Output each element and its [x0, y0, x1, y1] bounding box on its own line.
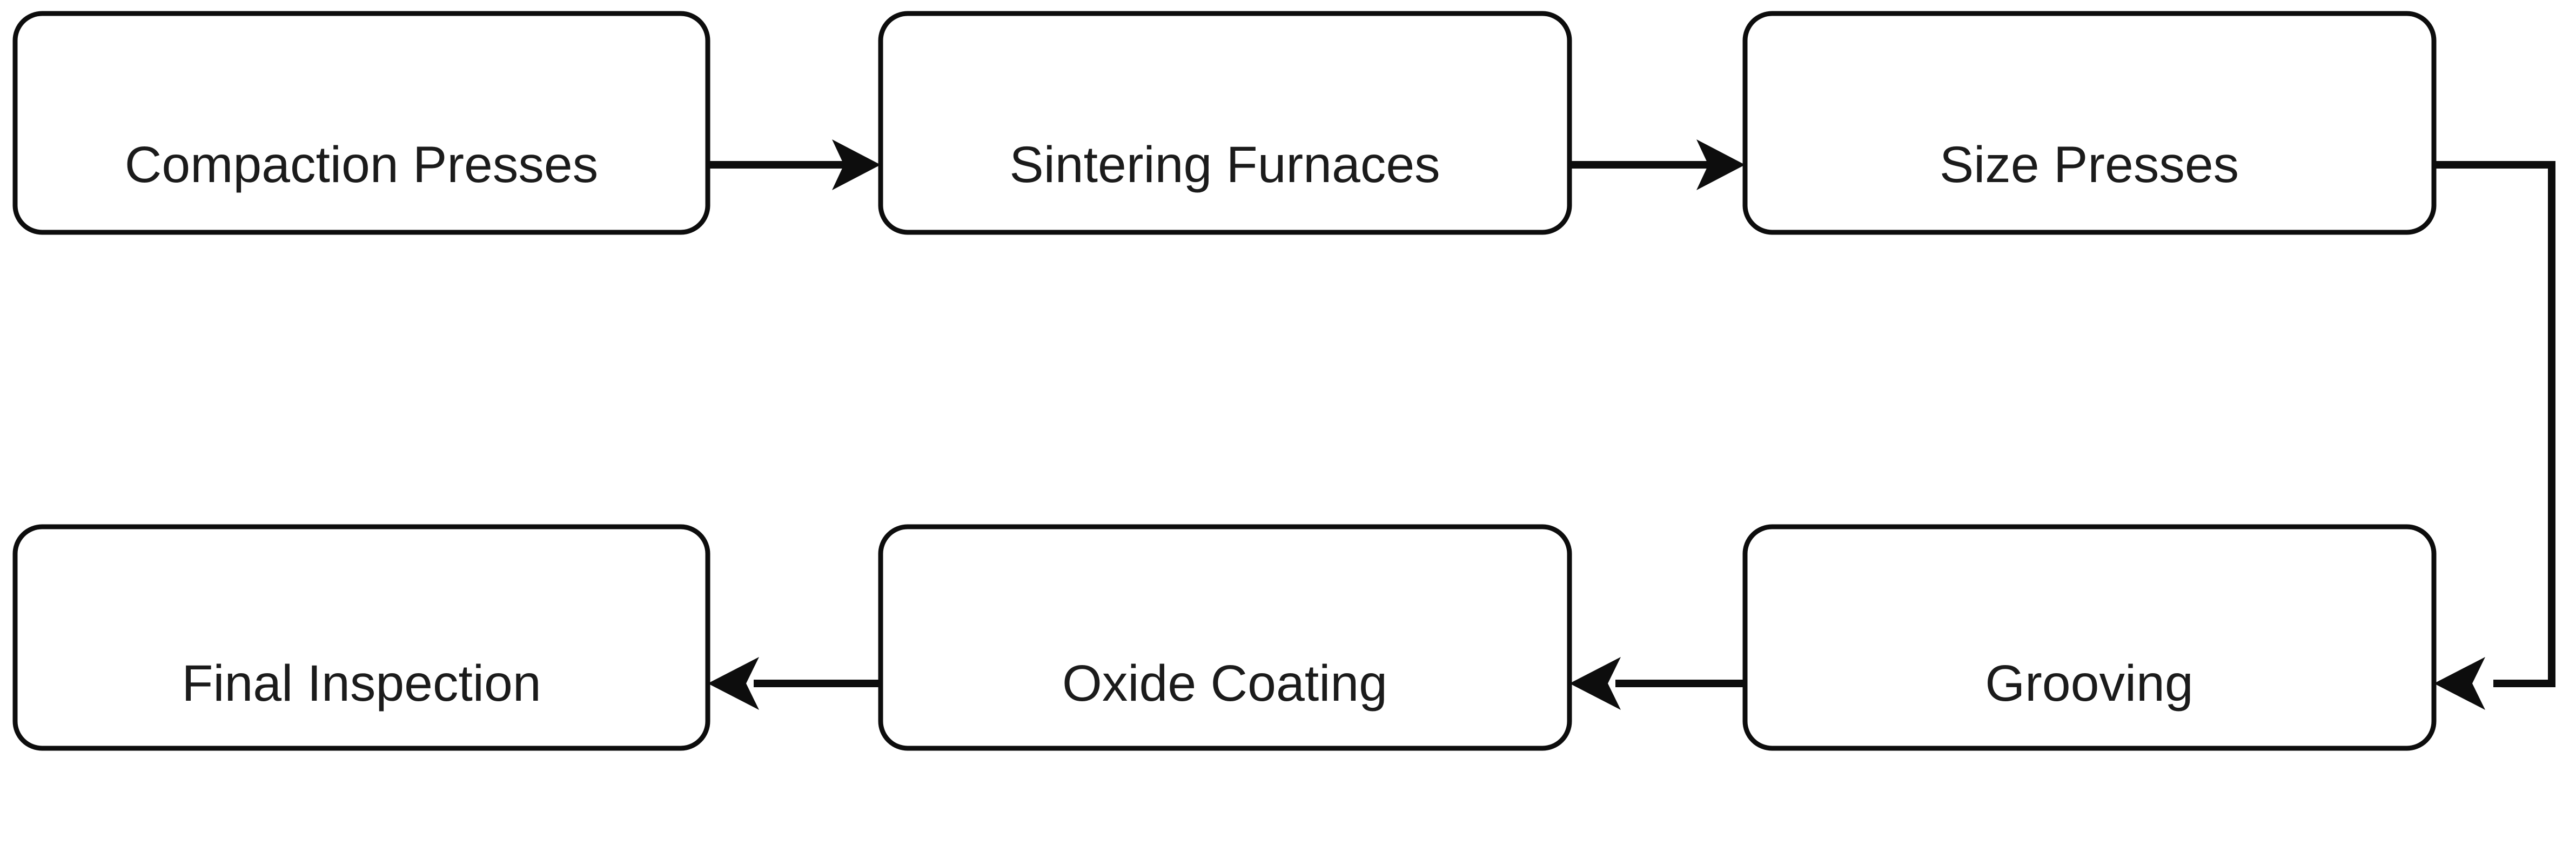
node-oxide-coating[interactable]: Oxide Coating: [878, 524, 1572, 751]
edge-sintering-to-size: [1569, 139, 1745, 190]
node-shape[interactable]: [878, 524, 1572, 751]
edge-wrap-path: [2434, 161, 2555, 687]
arrowhead-left-icon: [1569, 657, 1621, 710]
node-label-oxide-coating: Oxide Coating: [1062, 655, 1387, 712]
node-shape[interactable]: [12, 11, 710, 235]
node-label-compaction-presses: Compaction Presses: [125, 136, 598, 193]
node-label-sintering-furnaces: Sintering Furnaces: [1009, 136, 1440, 193]
arrowhead-left-icon: [708, 657, 759, 710]
node-sintering-furnaces[interactable]: Sintering Furnaces: [878, 11, 1572, 235]
node-compaction-presses[interactable]: Compaction Presses: [12, 11, 710, 235]
node-shape[interactable]: [12, 524, 710, 751]
node-size-presses[interactable]: Size Presses: [1742, 11, 2437, 235]
edge-compaction-to-sintering: [708, 139, 881, 190]
node-label-grooving: Grooving: [1985, 655, 2193, 712]
node-grooving[interactable]: Grooving: [1742, 524, 2437, 751]
node-shape[interactable]: [878, 11, 1572, 235]
arrowhead-left-icon: [2434, 657, 2485, 710]
node-shape[interactable]: [1742, 524, 2437, 751]
node-final-inspection[interactable]: Final Inspection: [12, 524, 710, 751]
edge-size-to-grooving: [2434, 161, 2555, 710]
arrowhead-right-icon: [832, 139, 881, 190]
node-shape[interactable]: [1742, 11, 2437, 235]
node-label-final-inspection: Final Inspection: [182, 655, 541, 712]
node-label-size-presses: Size Presses: [1940, 136, 2239, 193]
edge-oxide-to-final: [708, 657, 881, 710]
edge-grooving-to-oxide: [1569, 657, 1745, 710]
arrowhead-right-icon: [1696, 139, 1745, 190]
